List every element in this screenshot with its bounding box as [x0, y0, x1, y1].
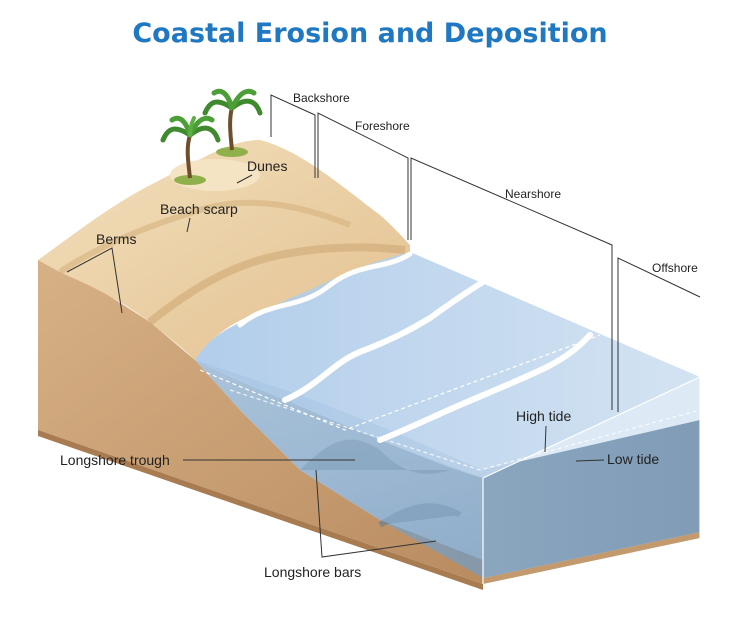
zone-label-foreshore: Foreshore — [355, 119, 410, 133]
label-low-tide: Low tide — [607, 451, 659, 467]
palm-tree-icon — [202, 88, 263, 157]
wave-foam-3 — [377, 332, 593, 443]
palm-tree-icon — [160, 115, 221, 185]
soil-front-face — [38, 260, 483, 584]
diagram-title: Coastal Erosion and Deposition — [132, 18, 608, 49]
wave-foam-1 — [237, 251, 413, 328]
beach-sand-surface — [38, 140, 410, 360]
water-surface — [195, 252, 700, 478]
zone-label-backshore: Backshore — [293, 91, 350, 105]
label-high-tide: High tide — [516, 408, 571, 424]
label-dunes: Dunes — [247, 158, 287, 174]
high-tide-line — [199, 334, 601, 431]
low-tide-line — [229, 389, 701, 471]
berm-ridge-1 — [58, 199, 352, 275]
label-beach-scarp: Beach scarp — [160, 201, 238, 217]
zone-label-offshore: Offshore — [652, 261, 698, 275]
zone-label-nearshore: Nearshore — [505, 187, 561, 201]
label-longshore-trough: Longshore trough — [60, 452, 170, 468]
block-edges — [482, 376, 701, 584]
wave-foam-2 — [282, 279, 486, 403]
label-berms: Berms — [96, 231, 136, 247]
zone-markers — [270, 94, 701, 412]
berm-ridge-2 — [147, 243, 406, 326]
label-longshore-bars: Longshore bars — [264, 564, 361, 580]
